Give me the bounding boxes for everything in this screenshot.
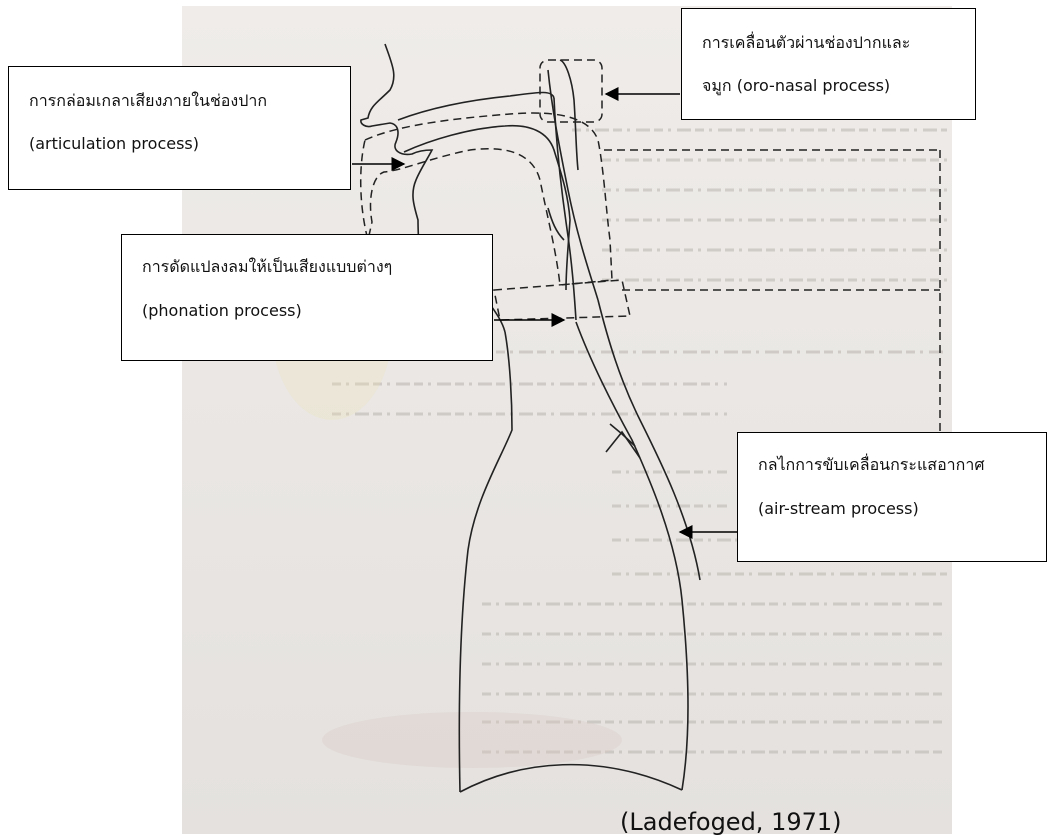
palate-upper [398, 93, 554, 121]
label-box-air-stream: กลไกการขับเคลื่อนกระแสอากาศ (air-stream … [737, 432, 1047, 562]
phonation-region [494, 280, 630, 320]
lung-chest-bottom [460, 765, 682, 792]
label-phonation-english: (phonation process) [142, 301, 302, 320]
label-air-stream-english: (air-stream process) [758, 499, 919, 518]
citation: (Ladefoged, 1971) [620, 808, 842, 836]
label-box-articulation: การกล่อมเกลาเสียงภายในช่องปาก (articulat… [8, 66, 351, 190]
trachea-back [598, 300, 700, 580]
trachea-front [576, 322, 688, 790]
label-articulation-english: (articulation process) [29, 134, 199, 153]
label-oro-nasal-thai: การเคลื่อนตัวผ่านช่องปากและ [702, 33, 910, 52]
vocal-tract-outline [361, 44, 700, 792]
epiglottis [548, 208, 564, 240]
label-air-stream-thai: กลไกการขับเคลื่อนกระแสอากาศ [758, 455, 984, 474]
esophagus [459, 332, 512, 792]
label-box-oro-nasal: การเคลื่อนตัวผ่านช่องปากและ จมูก (oro-na… [681, 8, 976, 120]
label-oro-nasal-english: จมูก (oro-nasal process) [702, 76, 890, 95]
pharynx-back [548, 70, 598, 300]
oro-nasal-region [540, 60, 602, 122]
label-phonation-thai: การดัดแปลงลมให้เป็นเสียงแบบต่างๆ [142, 257, 392, 276]
label-box-phonation: การดัดแปลงลมให้เป็นเสียงแบบต่างๆ (phonat… [121, 234, 493, 361]
label-articulation-thai: การกล่อมเกลาเสียงภายในช่องปาก [29, 91, 267, 110]
